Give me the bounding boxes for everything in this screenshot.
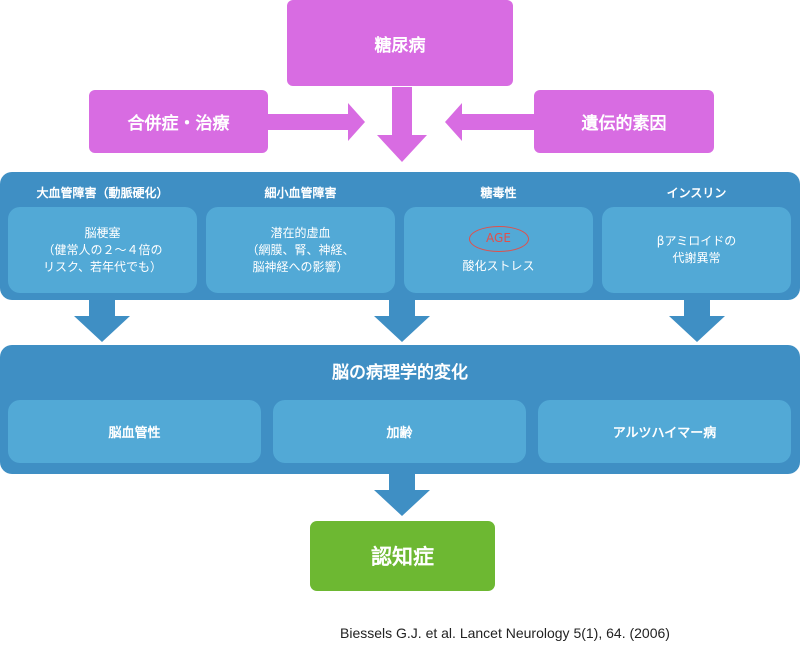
factor-box-macro: 脳梗塞 （健常人の２～４倍の リスク、若年代でも） (8, 207, 197, 293)
brain-item-label: アルツハイマー病 (612, 426, 717, 441)
factor-line: リスク、若年代でも） (43, 259, 162, 274)
factor-box-glucotoxicity: AGE 酸化ストレス (404, 207, 593, 293)
factor-line: 脳梗塞 (84, 225, 121, 240)
factor-line: 潜在的虚血 (270, 225, 331, 240)
factor-line: 脳神経への影響） (252, 259, 349, 274)
arrow-down-3 (669, 300, 725, 342)
brain-changes-title: 脳の病理学的変化 (332, 363, 468, 383)
age-badge: AGE (468, 225, 529, 252)
factor-title-micro: 細小血管障害 (264, 186, 337, 200)
factor-box-micro: 潜在的虚血 （網膜、腎、神経、 脳神経への影響） (206, 207, 395, 293)
factor-line: 酸化ストレス (462, 258, 535, 273)
arrow-down-outcome (374, 474, 430, 516)
dementia-box: 認知症 (310, 521, 495, 591)
factor-title-macro: 大血管障害（動脈硬化） (36, 186, 169, 200)
brain-item-vascular: 脳血管性 (8, 400, 261, 463)
arrow-right-complications (268, 103, 365, 141)
factor-line: （健常人の２～４倍の (42, 242, 163, 257)
citation: Biessels G.J. et al. Lancet Neurology 5(… (340, 625, 670, 641)
factor-line: βアミロイドの (656, 234, 737, 248)
brain-item-alzheimers: アルツハイマー病 (538, 400, 791, 463)
genetic-box: 遺伝的素因 (534, 90, 714, 153)
arrow-down-1 (74, 300, 130, 342)
brain-item-label: 加齢 (386, 426, 413, 441)
genetic-label: 遺伝的素因 (581, 114, 667, 134)
factor-box-insulin: βアミロイドの 代謝異常 (602, 207, 791, 293)
factor-line: （網膜、腎、神経、 (246, 242, 355, 257)
factor-title-insulin: インスリン (666, 186, 727, 200)
factor-title-glucotoxicity: 糖毒性 (480, 186, 517, 200)
complications-box: 合併症・治療 (89, 90, 268, 153)
diabetes-label: 糖尿病 (374, 35, 426, 56)
arrow-down-diabetes (377, 87, 427, 162)
brain-item-label: 脳血管性 (108, 426, 161, 441)
factor-line: 代謝異常 (672, 251, 721, 265)
dementia-label: 認知症 (371, 545, 434, 569)
complications-label: 合併症・治療 (127, 114, 230, 134)
diabetes-box: 糖尿病 (287, 0, 513, 86)
arrow-left-genetic (445, 103, 534, 141)
arrow-down-2 (374, 300, 430, 342)
brain-item-aging: 加齢 (273, 400, 526, 463)
